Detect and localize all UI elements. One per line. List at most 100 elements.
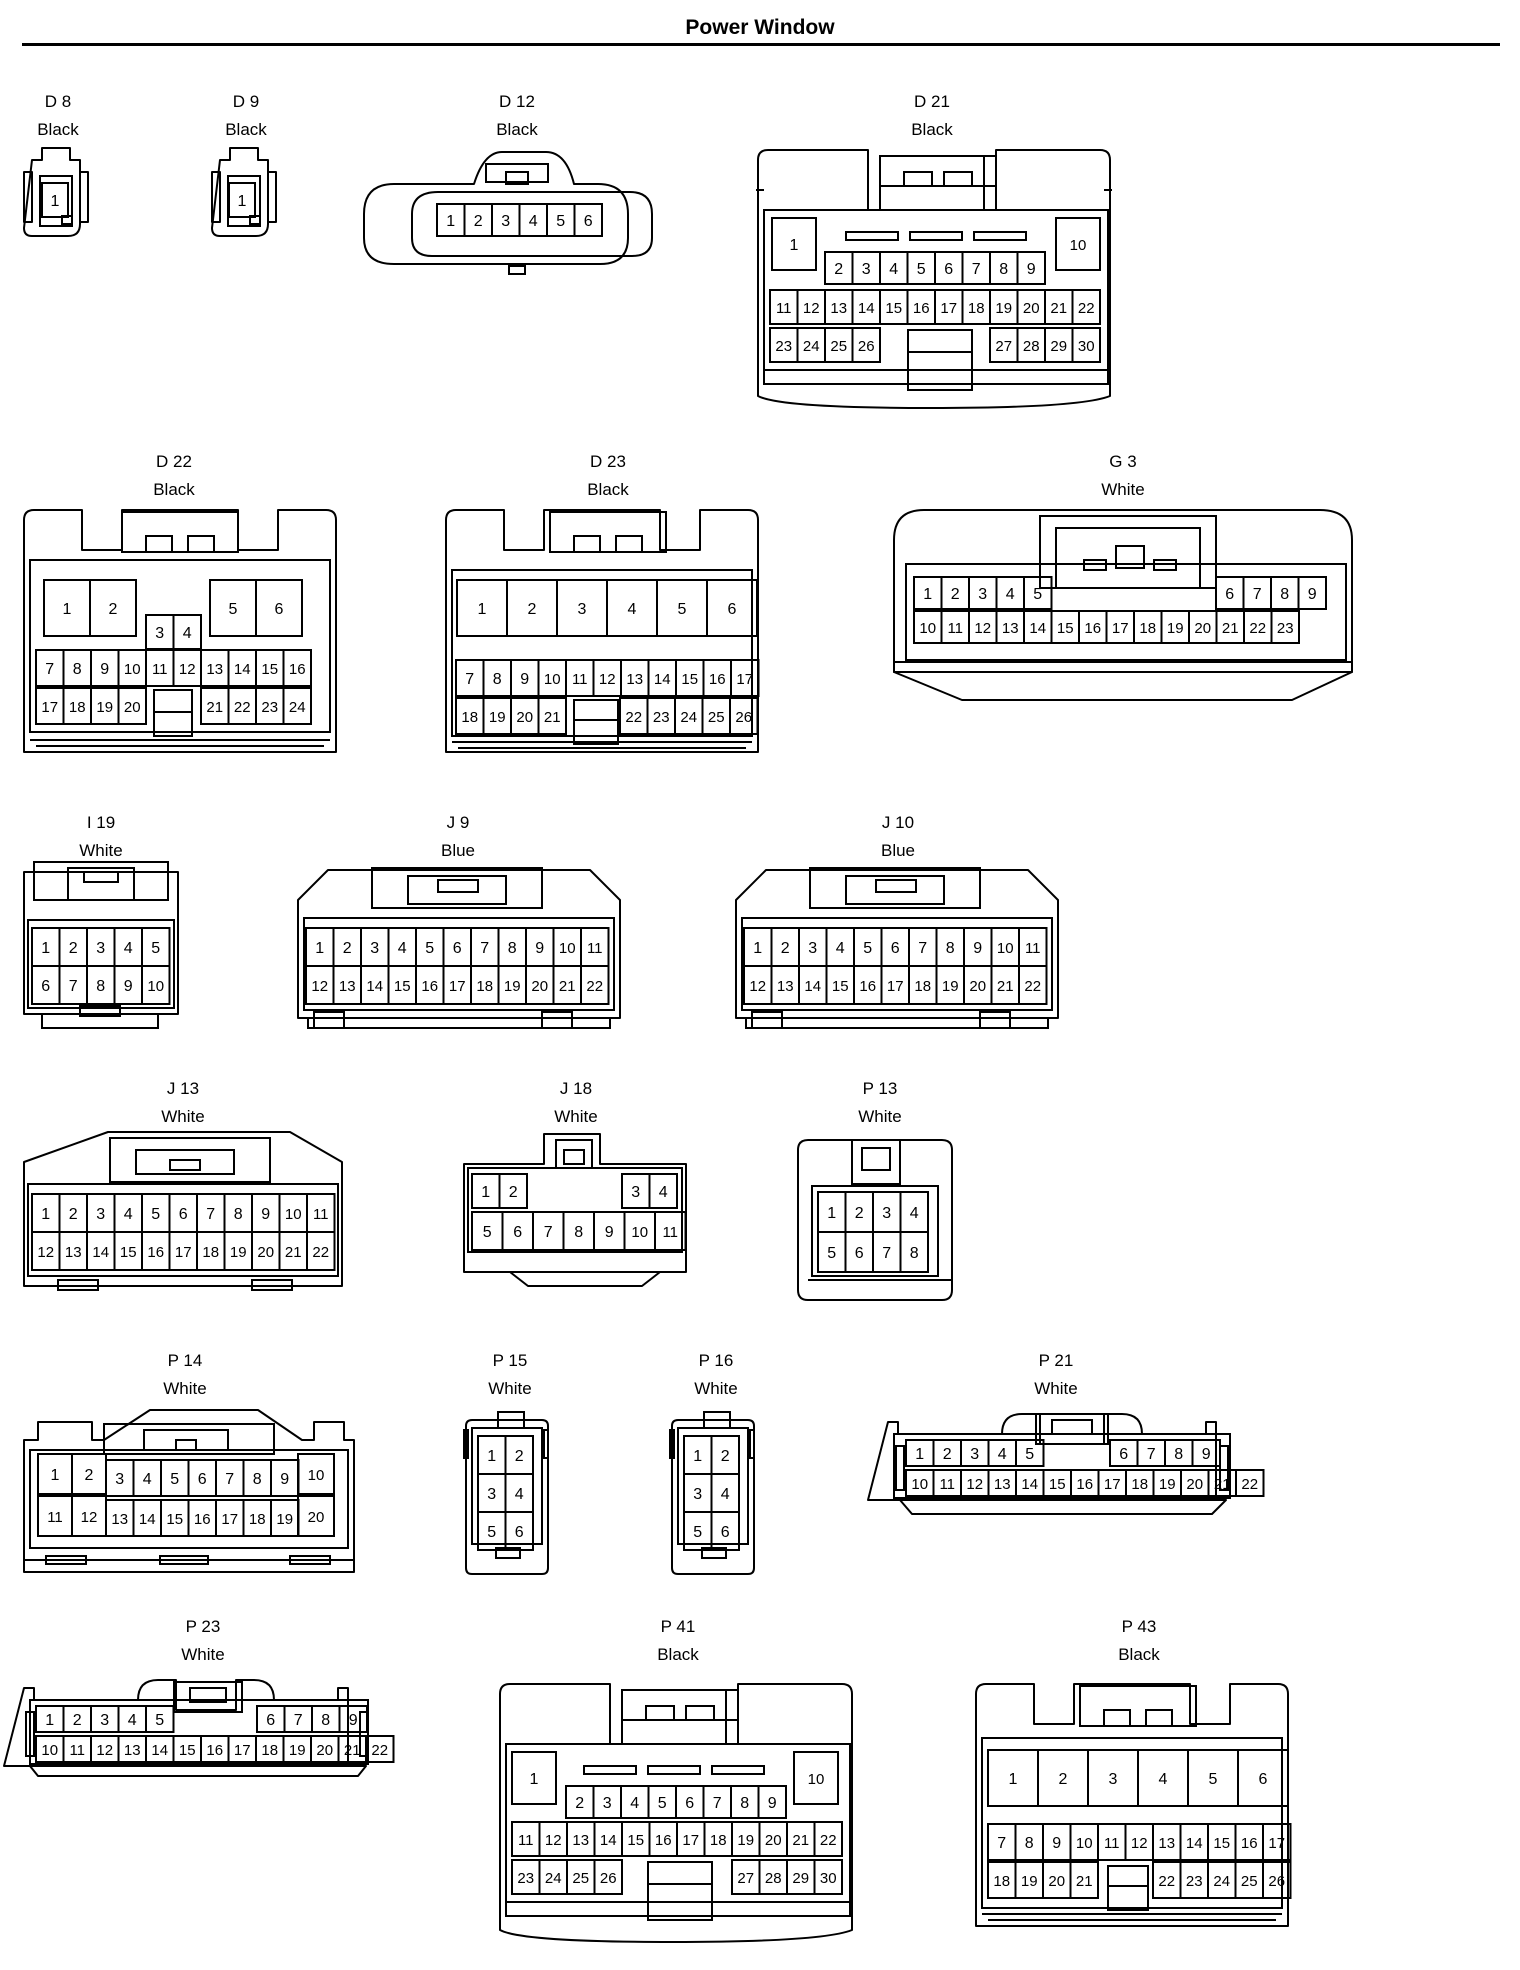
pin-number: 16 <box>1076 1476 1093 1493</box>
pin-number: 23 <box>653 709 670 726</box>
pin-number: 12 <box>37 1244 54 1261</box>
pin-number: 16 <box>1084 620 1101 637</box>
pin-number: 24 <box>803 338 820 355</box>
pin-number: 9 <box>280 1471 289 1488</box>
pin-number: 6 <box>179 1206 188 1223</box>
connector-color-label: Black <box>1118 1645 1160 1664</box>
pin-number: 3 <box>693 1486 702 1503</box>
pin-number: 1 <box>315 940 324 957</box>
pin-number: 25 <box>830 338 847 355</box>
pin-cell <box>593 1859 623 1895</box>
pin-number: 9 <box>768 1795 777 1812</box>
connector-id-label: D 23 <box>590 452 626 471</box>
pin-cell <box>1297 576 1327 610</box>
pin-number: 1 <box>51 1467 60 1484</box>
pin-number: 29 <box>1050 338 1067 355</box>
pin-number: 5 <box>155 1712 164 1729</box>
pin-number: 16 <box>206 1742 223 1759</box>
pin-number: 22 <box>1158 1873 1175 1890</box>
pin-number: 19 <box>289 1742 306 1759</box>
pin-number: 18 <box>461 709 478 726</box>
pin-number: 16 <box>655 1832 672 1849</box>
pin-number: 30 <box>820 1870 837 1887</box>
connector-id-label: P 15 <box>493 1351 528 1370</box>
pin-number: 2 <box>474 213 483 230</box>
pin-number: 8 <box>96 978 105 995</box>
pin-number: 11 <box>313 1206 329 1223</box>
connector-color-label: Blue <box>441 841 475 860</box>
pin-number: 3 <box>978 586 987 603</box>
pin-number: 15 <box>1057 620 1074 637</box>
pin-number: 27 <box>737 1870 754 1887</box>
pin-number: 6 <box>275 601 284 618</box>
pin-number: 10 <box>1076 1835 1093 1852</box>
pin-number: 7 <box>45 661 54 678</box>
pin-number: 4 <box>1159 1771 1168 1788</box>
connector-id-label: D 8 <box>45 92 71 111</box>
pin-cell <box>729 697 759 735</box>
connector-id-label: P 21 <box>1039 1351 1074 1370</box>
pin-cell <box>648 1173 678 1209</box>
pin-number: 1 <box>790 237 799 254</box>
pin-number: 27 <box>995 338 1012 355</box>
pin-cell <box>710 1511 740 1551</box>
pin-number: 10 <box>147 978 164 995</box>
pin-number: 1 <box>923 586 932 603</box>
pin-number: 6 <box>721 1524 730 1541</box>
pin-number: 23 <box>775 338 792 355</box>
pin-cell <box>1071 327 1101 363</box>
pin-number: 21 <box>1050 300 1067 317</box>
pin-number: 13 <box>626 671 643 688</box>
pin-cell <box>1018 965 1048 1005</box>
pin-number: 6 <box>41 978 50 995</box>
pin-cell <box>270 1459 300 1497</box>
pin-number: 19 <box>1021 1873 1038 1890</box>
pin-number: 7 <box>225 1471 234 1488</box>
connector-color-label: White <box>1034 1379 1077 1398</box>
pin-cell <box>498 1173 528 1209</box>
pin-number: 4 <box>628 601 637 618</box>
pin-number: 13 <box>830 300 847 317</box>
pin-number: 17 <box>41 699 58 716</box>
pin-number: 2 <box>528 601 537 618</box>
pin-number: 20 <box>316 1742 333 1759</box>
pin-number: 5 <box>678 601 687 618</box>
pin-number: 3 <box>1109 1771 1118 1788</box>
pin-number: 15 <box>394 978 411 995</box>
pin-number: 15 <box>120 1244 137 1261</box>
pin-number: 2 <box>721 1448 730 1465</box>
pin-number: 5 <box>425 940 434 957</box>
pin-number: 9 <box>1202 1446 1211 1463</box>
pin-number: 7 <box>882 1245 891 1262</box>
pin-cell <box>511 1751 557 1805</box>
pin-number: 12 <box>311 978 328 995</box>
pin-number: 10 <box>997 940 1014 957</box>
connector-id-label: P 43 <box>1122 1617 1157 1636</box>
pin-number: 17 <box>175 1244 192 1261</box>
pin-number: 13 <box>572 1832 589 1849</box>
pin-number: 5 <box>917 261 926 278</box>
pin-number: 8 <box>321 1712 330 1729</box>
pin-number: 17 <box>1112 620 1129 637</box>
pin-number: 1 <box>45 1712 54 1729</box>
pin-number: 1 <box>51 193 60 210</box>
pin-number: 1 <box>1009 1771 1018 1788</box>
pin-number: 9 <box>1052 1835 1061 1852</box>
pin-number: 10 <box>631 1224 648 1241</box>
connector-color-label: Black <box>225 120 267 139</box>
pin-number: 17 <box>449 978 466 995</box>
pin-cell <box>580 965 610 1005</box>
pin-number: 9 <box>605 1224 614 1241</box>
pin-number: 6 <box>1259 1771 1268 1788</box>
pin-number: 7 <box>465 671 474 688</box>
pin-number: 20 <box>308 1509 325 1526</box>
pin-cell <box>706 579 758 637</box>
pin-number: 4 <box>515 1486 524 1503</box>
pin-number: 2 <box>69 1206 78 1223</box>
pin-number: 20 <box>124 699 141 716</box>
pin-number: 18 <box>914 978 931 995</box>
